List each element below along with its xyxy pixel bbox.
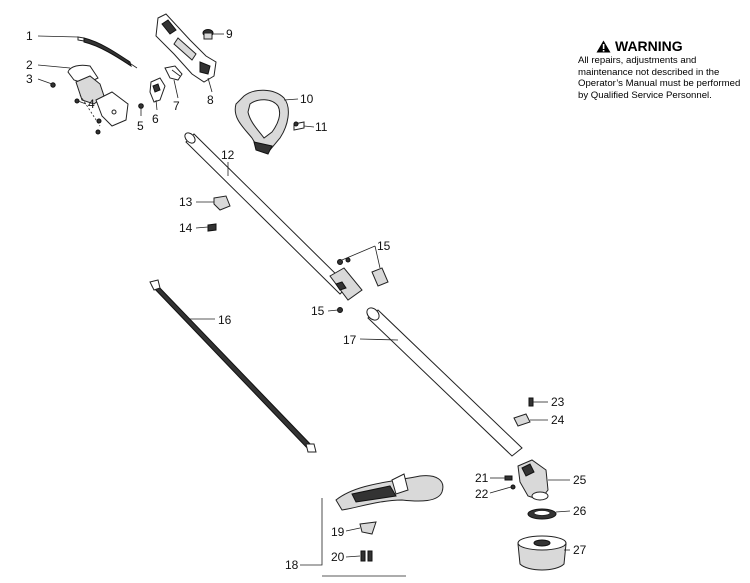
leader-4 [77, 100, 87, 105]
callout-13: 13 [179, 195, 193, 209]
callout-10: 10 [300, 92, 314, 106]
rear-handle-part-8 [155, 13, 217, 83]
warning-box: WARNING All repairs, adjustments and mai… [578, 38, 748, 101]
leader-3 [37, 78, 53, 85]
warning-title-text: WARNING [615, 38, 683, 54]
bolt-part-11 [293, 121, 305, 131]
loop-handle-part-10 [234, 89, 289, 155]
warning-triangle-icon [596, 40, 611, 52]
screws-part-20 [360, 550, 373, 562]
callout-17: 17 [343, 333, 357, 347]
callout-7: 7 [173, 99, 180, 113]
callout-25: 25 [573, 473, 587, 487]
gearhead-part-25 [517, 459, 549, 501]
throttle-trigger-part-6 [149, 77, 166, 103]
warning-title: WARNING [596, 38, 748, 54]
line-cutter-blade-part-19 [359, 521, 377, 535]
callout-8: 8 [207, 93, 214, 107]
leader-6 [155, 99, 158, 111]
leader-11 [303, 125, 315, 128]
callout-16: 16 [218, 313, 232, 327]
callout-27: 27 [573, 543, 587, 557]
callout-4: 4 [88, 97, 95, 111]
callout-20: 20 [331, 550, 345, 564]
leader-2 [37, 64, 71, 69]
callout-26: 26 [573, 504, 587, 518]
clamp-hardware-part-15 [337, 257, 389, 313]
upper-housing-cover [67, 64, 129, 127]
callout-9: 9 [226, 27, 233, 41]
leader-17 [359, 338, 399, 341]
leader-14 [195, 226, 209, 229]
callout-14: 14 [179, 221, 193, 235]
leader-1 [37, 35, 79, 38]
screws-part-21-22 [504, 475, 516, 490]
callout-23: 23 [551, 395, 565, 409]
leader-26 [555, 510, 571, 513]
small-pin-part-5 [138, 103, 144, 109]
lower-drive-shaft-tube-part-17 [366, 307, 523, 457]
leader-lines [37, 33, 571, 577]
callout-15-lower: 15 [311, 304, 325, 318]
callout-22: 22 [475, 487, 489, 501]
leader-19 [345, 527, 361, 532]
callout-18: 18 [285, 558, 299, 572]
leader-8 [207, 77, 213, 93]
callout-15-upper: 15 [377, 239, 391, 253]
clip-part-13 [213, 195, 231, 211]
callout-6: 6 [152, 112, 159, 126]
upper-drive-shaft-tube-part-12 [184, 132, 363, 301]
callout-1: 1 [26, 29, 33, 43]
leader-15a [341, 245, 381, 269]
bracket-part-24 [513, 413, 531, 427]
callout-5: 5 [137, 119, 144, 133]
leader-7 [173, 79, 179, 99]
leader-20 [345, 555, 361, 558]
callout-19: 19 [331, 525, 345, 539]
callout-12: 12 [221, 148, 235, 162]
leader-10 [283, 98, 299, 101]
lockout-part-7 [164, 65, 183, 81]
throttle-cable [77, 36, 138, 69]
flex-drive-shaft-part-16 [149, 279, 317, 453]
trimmer-head-part-27 [517, 535, 567, 571]
callout-11: 11 [315, 120, 328, 134]
warning-text: All repairs, adjustments and maintenance… [578, 55, 741, 101]
washer-part-26 [527, 508, 557, 520]
knob-part-9 [202, 29, 214, 40]
leader-15b [327, 309, 339, 312]
callout-3: 3 [26, 72, 33, 86]
screw-part-23 [528, 397, 534, 407]
callout-2: 2 [26, 58, 33, 72]
nut-part-14 [207, 223, 217, 232]
callout-numbers: 1 2 3 4 5 6 7 8 9 10 11 12 13 14 15 15 1… [26, 27, 587, 572]
callout-24: 24 [551, 413, 565, 427]
leader-22 [489, 486, 512, 494]
leader-18 [300, 498, 406, 577]
trimmer-guard-part-18 [335, 473, 444, 511]
callout-21: 21 [475, 471, 489, 485]
